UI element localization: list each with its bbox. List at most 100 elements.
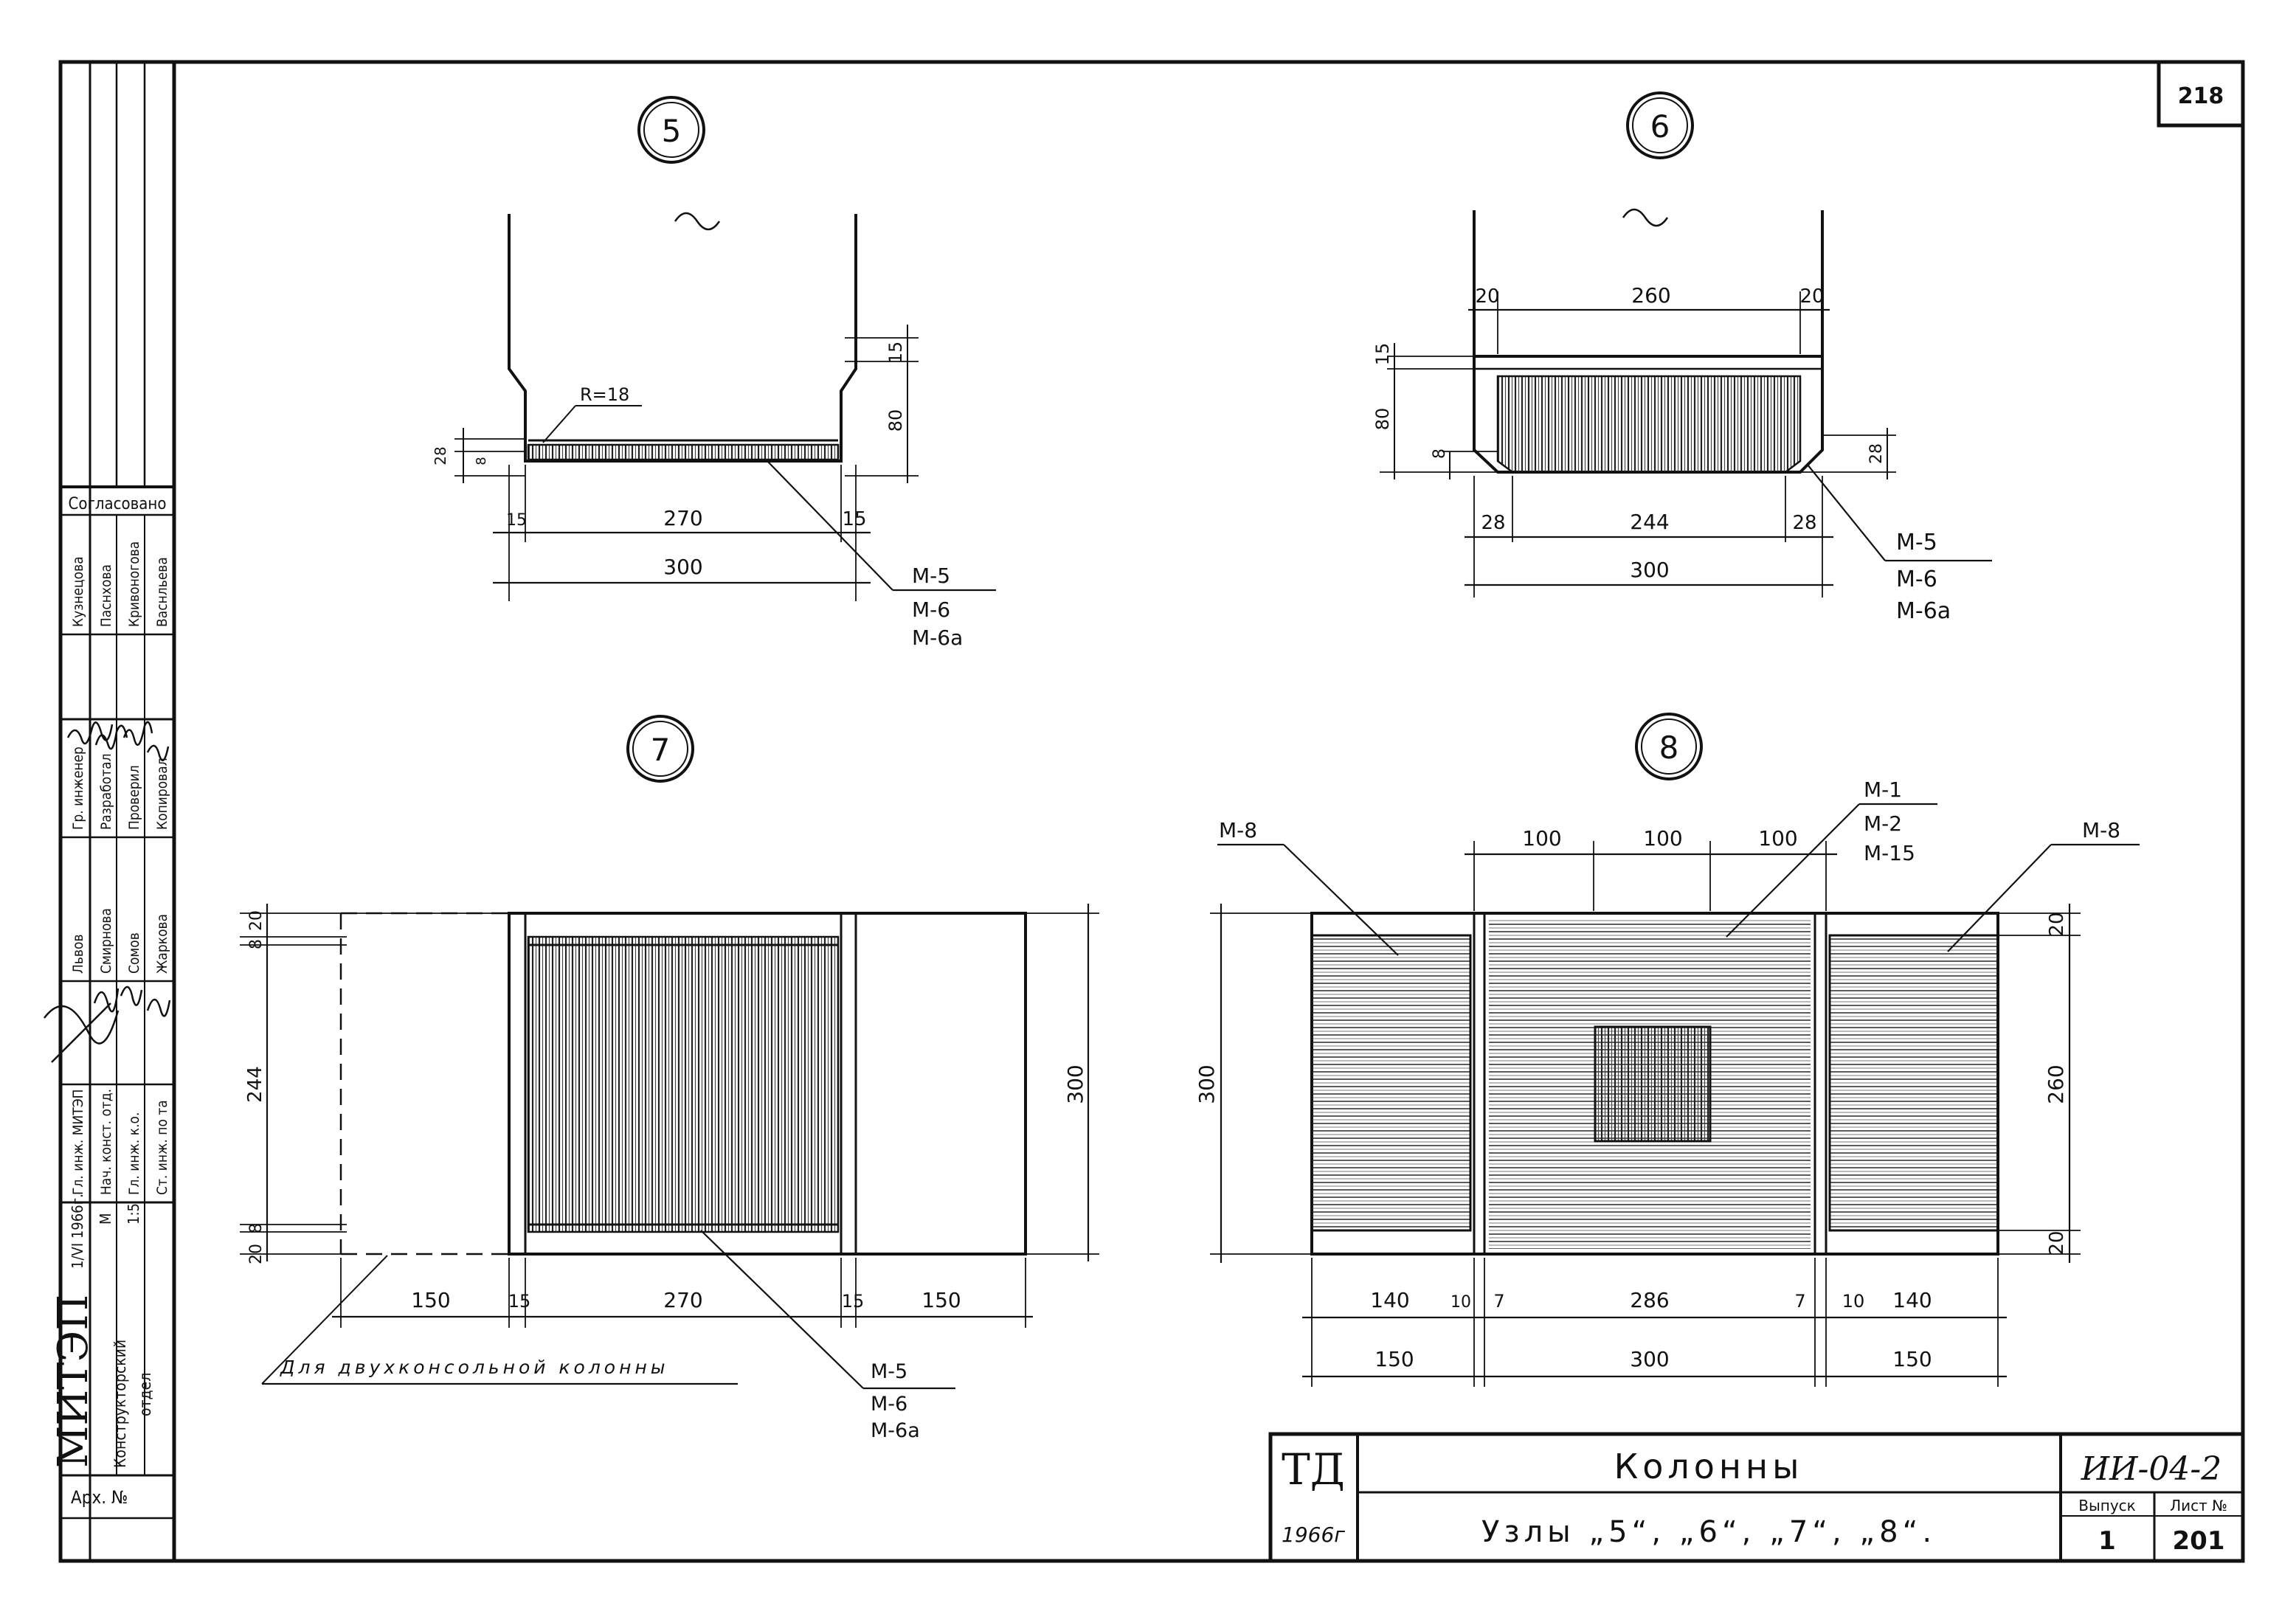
stamp-approver-2: Паснхова bbox=[98, 564, 114, 627]
stamp-org: МИТЭП bbox=[49, 1295, 97, 1468]
stamp-date: 1/VI 1966г. bbox=[69, 1194, 86, 1269]
title-issue-label: Выпуск bbox=[2078, 1497, 2136, 1514]
node-8-dim-140-right: 140 bbox=[1892, 1288, 1932, 1312]
node-8-dim-7-right: 7 bbox=[1794, 1291, 1805, 1312]
title-subtitle: Узлы „5“, „6“, „7“, „8“. bbox=[1481, 1515, 1936, 1549]
node-7-dim-20-top: 20 bbox=[247, 910, 266, 931]
node-6-mark-1: М-5 bbox=[1896, 530, 1937, 555]
stamp-role-head-dept: Нач. конст. отд. bbox=[98, 1089, 114, 1195]
node-7: 7 8 20 244 20 8 300 bbox=[240, 715, 1099, 1442]
stamp-approver-1: Кузнецова bbox=[70, 556, 86, 627]
node-8-dim-7-left: 7 bbox=[1493, 1291, 1504, 1312]
node-5-dim-300: 300 bbox=[663, 555, 702, 579]
node-7-dim-8-bottom: 8 bbox=[247, 1223, 266, 1233]
node-7-dim-8-top: 8 bbox=[247, 939, 266, 949]
node-8-dim-286: 286 bbox=[1630, 1288, 1669, 1312]
node-8-dim-150-left: 150 bbox=[1375, 1347, 1414, 1371]
node-5-label: 5 bbox=[662, 113, 682, 149]
node-7-dim-270: 270 bbox=[663, 1288, 702, 1312]
node-8-dim-300: 300 bbox=[1630, 1347, 1669, 1371]
node-6-dim-28a: 28 bbox=[1481, 512, 1505, 534]
node-7-mark-1: М-5 bbox=[871, 1360, 907, 1383]
node-6-dim-20b: 20 bbox=[1799, 285, 1824, 308]
node-6-dim-80: 80 bbox=[1372, 408, 1393, 431]
node-7-mark-2: М-6 bbox=[871, 1393, 907, 1416]
node-5-dim-15a: 15 bbox=[506, 511, 527, 530]
node-6: 6 20 260 20 15 80 8 28 bbox=[1372, 91, 1992, 624]
node-6-mark-2: М-6 bbox=[1896, 567, 1937, 592]
stamp-name-1: Львов bbox=[70, 934, 86, 974]
node-5-dim-28: 28 bbox=[432, 446, 449, 465]
node-8-mark-top-1: М-1 bbox=[1864, 778, 1902, 802]
node-7-mark-3: М-6а bbox=[871, 1419, 920, 1442]
node-6-dim-28-right: 28 bbox=[1867, 443, 1886, 464]
node-8-dim-100c: 100 bbox=[1758, 826, 1797, 851]
node-5-radius: R=18 bbox=[580, 384, 629, 405]
node-5-dim-80: 80 bbox=[885, 409, 906, 432]
node-7-dim-15-right: 15 bbox=[842, 1291, 865, 1312]
node-8-label: 8 bbox=[1659, 730, 1679, 766]
node-5-dim-8: 8 bbox=[474, 457, 489, 465]
stamp-agreed: Согласовано bbox=[69, 495, 167, 513]
stamp-scale-label: М bbox=[97, 1213, 114, 1225]
node-8-dim-10-left: 10 bbox=[1450, 1293, 1471, 1312]
node-6-dim-8: 8 bbox=[1431, 449, 1449, 459]
sheet-frame bbox=[58, 60, 2245, 1563]
stamp-role-developed: Разработал bbox=[98, 753, 114, 830]
node-8-dim-300-vert: 300 bbox=[1194, 1064, 1219, 1104]
node-5-dim-15: 15 bbox=[885, 342, 906, 364]
node-5-dim-270: 270 bbox=[663, 506, 702, 530]
stamp-approver-4: Васнльева bbox=[154, 557, 170, 627]
node-6-dim-260: 260 bbox=[1631, 283, 1670, 308]
stamp-role-engineer: Гр. инженер bbox=[70, 747, 86, 830]
stamp-name-2: Смирнова bbox=[98, 908, 114, 974]
node-6-dim-15: 15 bbox=[1372, 343, 1393, 366]
node-5-mark-1: М-5 bbox=[912, 564, 950, 588]
node-6-dim-244: 244 bbox=[1630, 510, 1669, 534]
node-6-dim-28b: 28 bbox=[1792, 512, 1816, 534]
node-6-label: 6 bbox=[1650, 108, 1670, 145]
title-block: ТД 1966г Колонны Узлы „5“, „6“, „7“, „8“… bbox=[1268, 1432, 2245, 1563]
title-sheet-label: Лист № bbox=[2170, 1497, 2227, 1514]
node-8-mark-left: М-8 bbox=[1219, 818, 1257, 842]
node-7-dim-150-right: 150 bbox=[921, 1288, 961, 1312]
stamp-approver-3: Кривоногова bbox=[126, 541, 142, 627]
node-5-mark-3: М-6а bbox=[912, 626, 963, 650]
node-7-dim-150-left: 150 bbox=[411, 1288, 450, 1312]
node-8-mark-top-3: М-15 bbox=[1864, 841, 1915, 865]
stamp-name-4: Жаркова bbox=[154, 914, 170, 974]
node-8-dim-10-right: 10 bbox=[1842, 1291, 1865, 1312]
title-year: 1966г bbox=[1282, 1523, 1345, 1547]
node-7-label: 7 bbox=[651, 732, 671, 768]
title-main: Колонны bbox=[1614, 1447, 1804, 1486]
stamp-archive: Арх. № bbox=[71, 1487, 128, 1508]
stamp-role-chief-mitep: Гл. инж. МИТЭП bbox=[70, 1089, 86, 1195]
node-7-dim-300: 300 bbox=[1063, 1064, 1088, 1104]
node-5-mark-2: М-6 bbox=[912, 598, 950, 622]
node-8-dim-20-top: 20 bbox=[2046, 912, 2068, 936]
node-7-dim-15-left: 15 bbox=[508, 1291, 531, 1312]
node-8: 8 100 100 100 300 20 260 20 bbox=[1194, 713, 2140, 1387]
page-number: 218 bbox=[2178, 83, 2224, 109]
side-stamp: Согласовано Кузнецова Паснхова Кривоного… bbox=[44, 62, 174, 1561]
node-7-dim-20-bottom: 20 bbox=[247, 1244, 266, 1264]
stamp-dept-1: Конструкторский bbox=[111, 1340, 129, 1468]
node-6-mark-3: М-6а bbox=[1896, 598, 1951, 624]
stamp-role-senior-eng: Ст. инж. по та bbox=[154, 1100, 170, 1195]
node-6-dim-20a: 20 bbox=[1475, 285, 1499, 308]
node-6-dim-300: 300 bbox=[1630, 558, 1669, 582]
node-8-dim-20-bottom: 20 bbox=[2046, 1230, 2068, 1255]
node-7-note: Для двухконсольной колонны bbox=[280, 1357, 669, 1378]
signatures bbox=[44, 721, 171, 1063]
node-5-dim-15b: 15 bbox=[842, 508, 866, 530]
node-7-dim-244: 244 bbox=[244, 1066, 266, 1103]
node-5: 5 R=18 15 80 28 8 15 270 15 300 bbox=[432, 96, 996, 650]
stamp-role-chief-ko: Гл. инж. к.о. bbox=[126, 1112, 142, 1195]
node-8-dim-100a: 100 bbox=[1522, 826, 1561, 851]
title-series: ИИ-04-2 bbox=[2081, 1450, 2221, 1488]
node-8-dim-150-right: 150 bbox=[1892, 1347, 1932, 1371]
node-8-mark-top-2: М-2 bbox=[1864, 811, 1902, 836]
stamp-name-3: Сомов bbox=[126, 932, 142, 974]
node-8-dim-100b: 100 bbox=[1643, 826, 1682, 851]
